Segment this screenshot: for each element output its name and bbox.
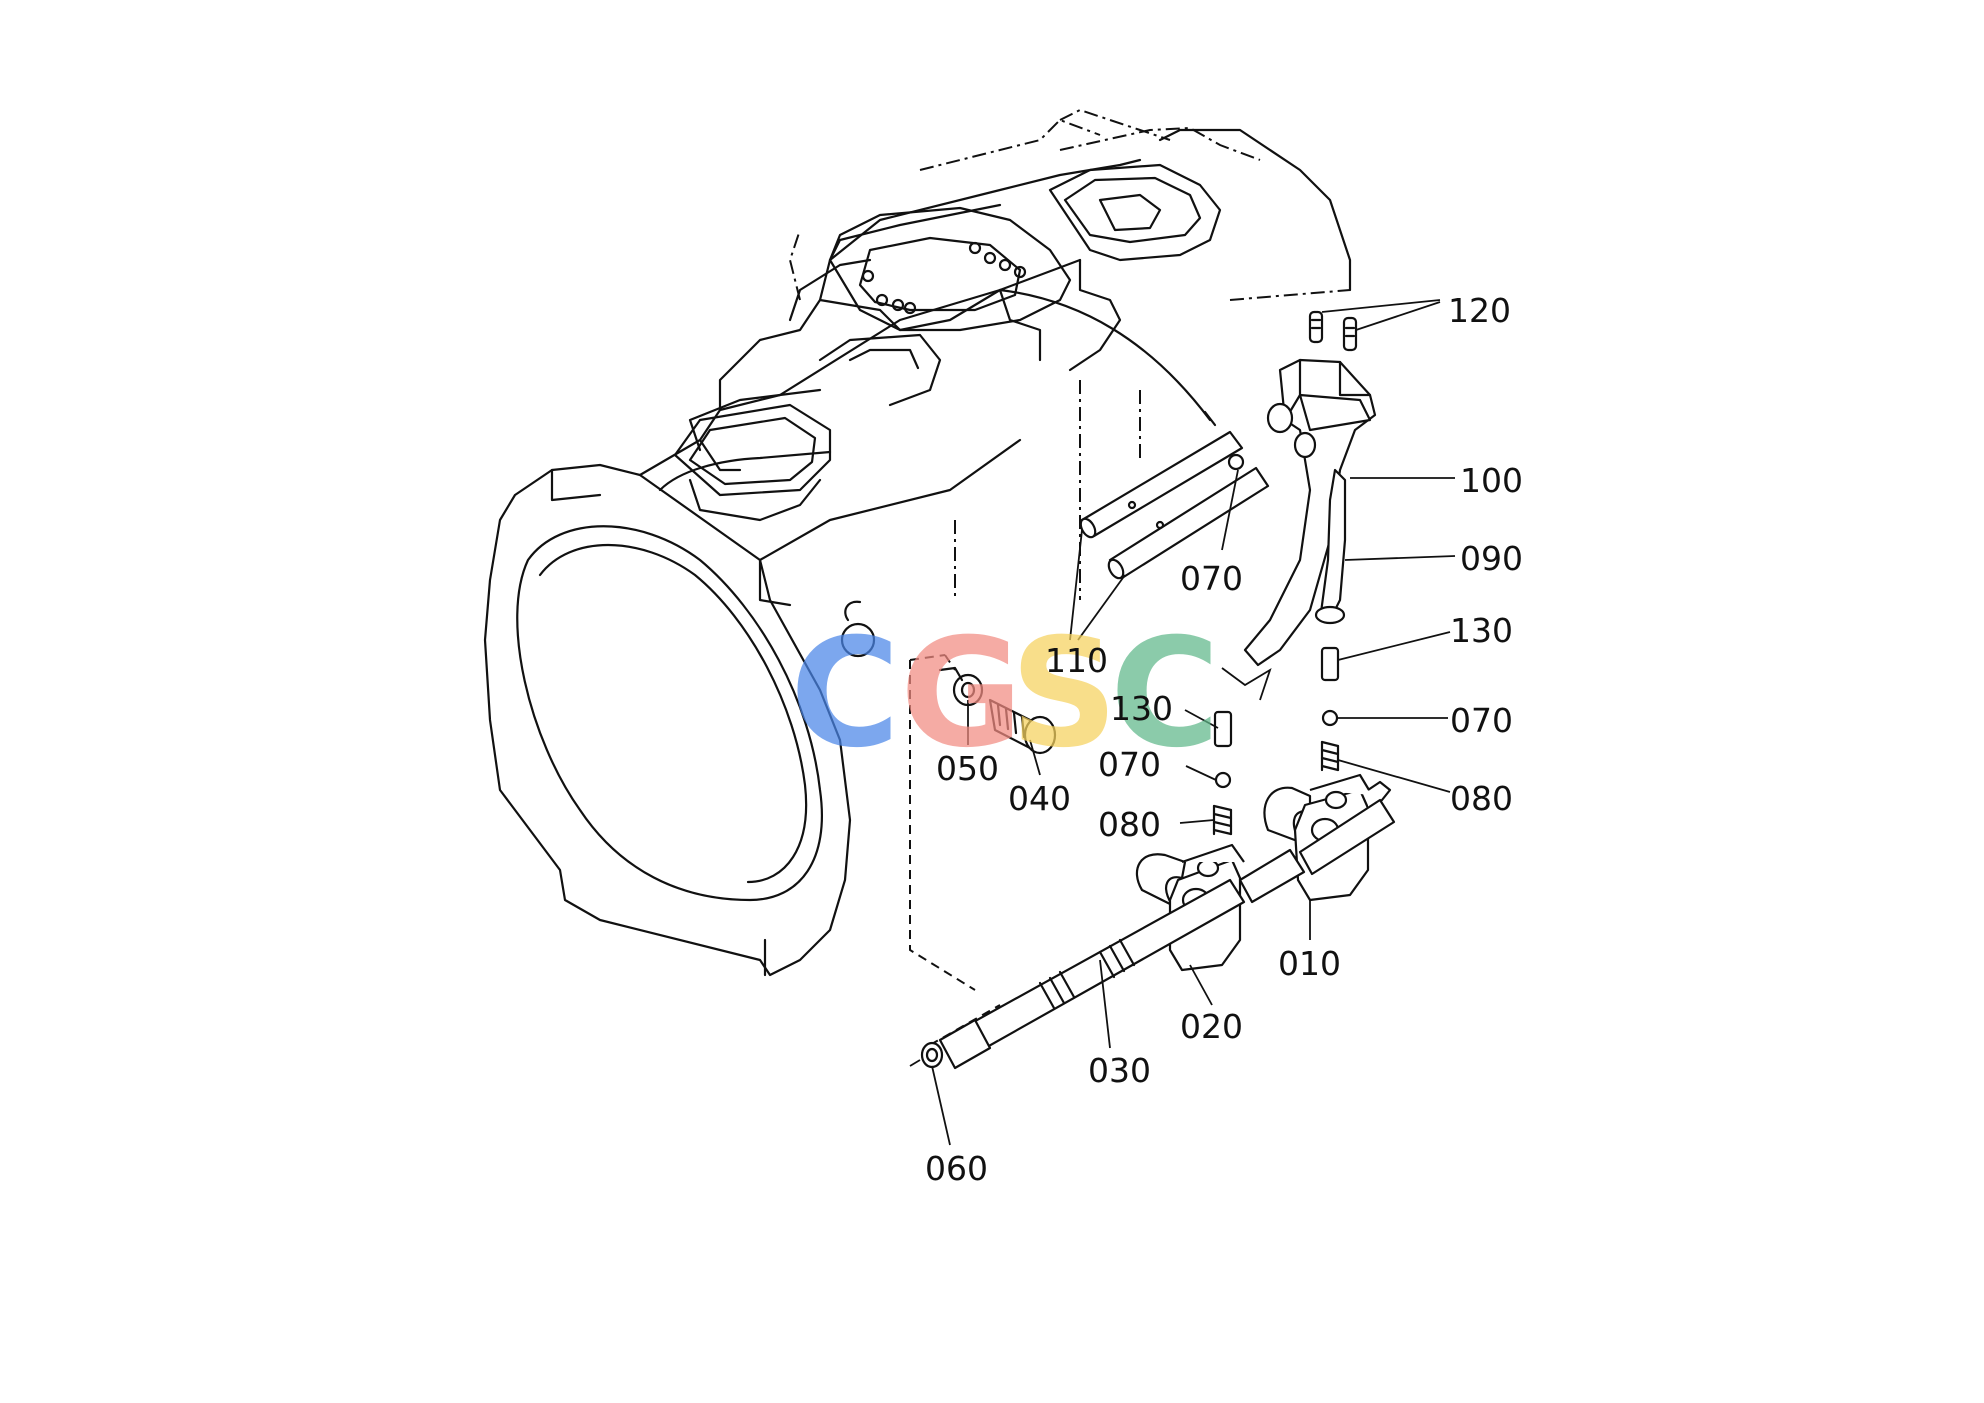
circlip-060	[909, 1041, 944, 1069]
watermark-letter-c1: C	[790, 607, 900, 781]
watermark-letter-c2: C	[1110, 607, 1220, 781]
watermark-letter-s: S	[1010, 607, 1118, 781]
label-010: 010	[1278, 944, 1341, 983]
washer-050	[938, 666, 984, 707]
label-070-left: 070	[1098, 745, 1161, 784]
ball-070-top	[1227, 453, 1245, 471]
label-080-right: 080	[1450, 779, 1513, 818]
detent-right	[1320, 646, 1340, 772]
pins-120	[1308, 310, 1358, 352]
label-050: 050	[936, 749, 999, 788]
label-030: 030	[1088, 1051, 1151, 1090]
label-120: 120	[1448, 291, 1511, 330]
leader-lines	[931, 299, 1456, 1146]
label-020: 020	[1180, 1007, 1243, 1046]
label-080-left: 080	[1098, 805, 1161, 844]
transmission-housing	[483, 108, 1352, 977]
label-110: 110	[1045, 641, 1108, 680]
label-040: 040	[1008, 779, 1071, 818]
label-130-left: 130	[1110, 689, 1173, 728]
part-labels: 120 100 090 070 110 130 070 080 130 070 …	[925, 291, 1523, 1188]
assembly-bracket-line	[909, 654, 976, 991]
label-070-top: 070	[1180, 559, 1243, 598]
watermark-letter-g: G	[900, 607, 1023, 781]
label-130-right: 130	[1450, 611, 1513, 650]
shift-lever-100-090	[1243, 358, 1377, 667]
label-070-right: 070	[1450, 701, 1513, 740]
label-100: 100	[1460, 461, 1523, 500]
shift-shaft-030	[929, 798, 1396, 1070]
bolt-040	[988, 698, 1057, 755]
label-090: 090	[1460, 539, 1523, 578]
cgsc-watermark: C G S C	[790, 607, 1220, 781]
shift-rods-110	[1079, 430, 1270, 580]
label-060: 060	[925, 1149, 988, 1188]
